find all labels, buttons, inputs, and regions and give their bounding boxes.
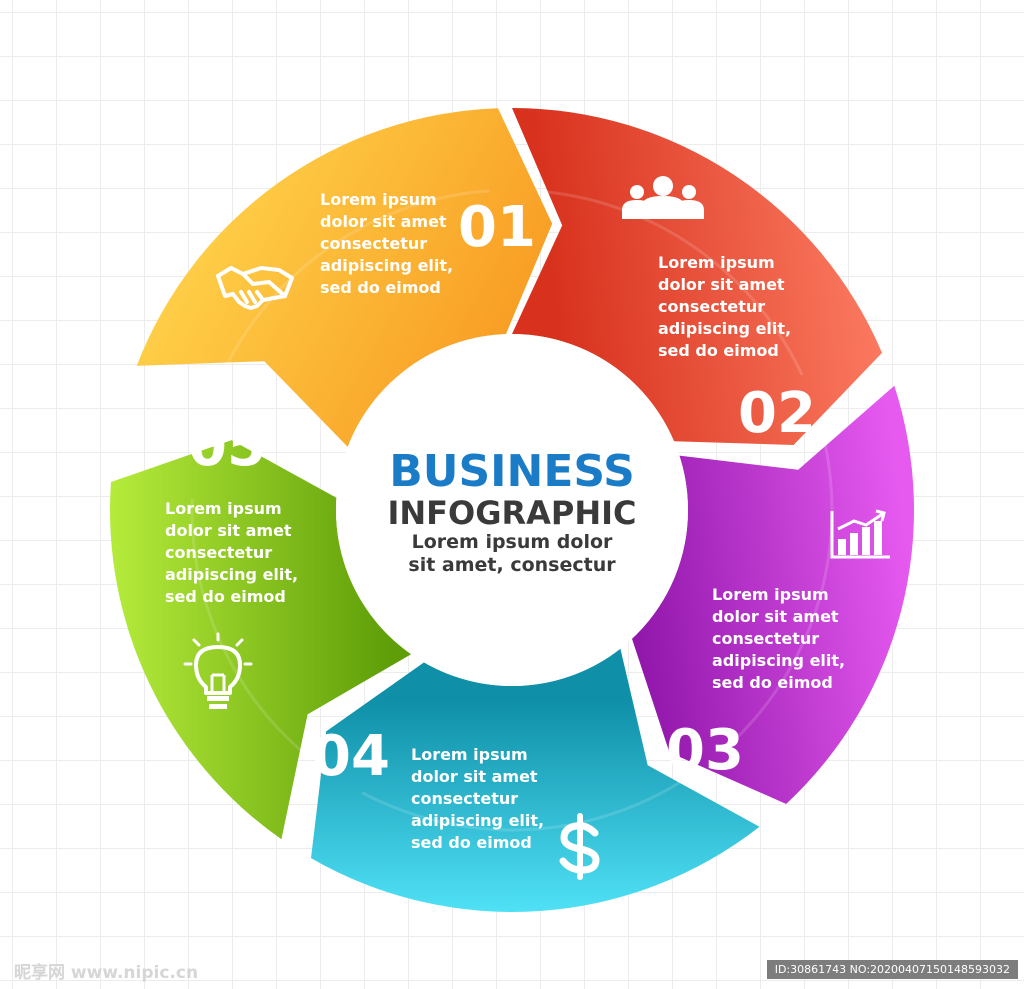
segment-04	[311, 648, 760, 912]
center-text-line: sit amet, consectur	[408, 554, 616, 576]
svg-text:adipiscing elit,: adipiscing elit,	[165, 565, 298, 584]
svg-text:consectetur: consectetur	[411, 789, 518, 808]
segment-03-text: Lorem ipsum dolor sit amet consectetur a…	[712, 585, 845, 692]
segment-04-highlight	[361, 780, 683, 832]
segment-04-text: Lorem ipsum dolor sit amet consectetur a…	[411, 745, 544, 852]
bar-chart-icon	[830, 509, 890, 559]
segment-05	[110, 440, 412, 840]
svg-text:adipiscing elit,: adipiscing elit,	[658, 319, 791, 338]
segment-03-highlight	[737, 443, 834, 738]
svg-text:sed do eimod: sed do eimod	[165, 587, 286, 606]
segment-03	[632, 385, 914, 804]
svg-text:dolor sit amet: dolor sit amet	[165, 521, 292, 540]
svg-text:consectetur: consectetur	[712, 629, 819, 648]
svg-text:Lorem ipsum: Lorem ipsum	[712, 585, 829, 604]
people-icon	[622, 176, 704, 219]
segment-01-highlight	[225, 189, 490, 366]
center-subtitle: INFOGRAPHIC	[387, 494, 636, 532]
svg-text:sed do eimod: sed do eimod	[320, 278, 441, 297]
handshake-icon	[216, 266, 294, 310]
svg-text:dolor sit amet: dolor sit amet	[658, 275, 785, 294]
svg-text:Lorem ipsum: Lorem ipsum	[320, 190, 437, 209]
lightbulb-icon	[183, 632, 253, 709]
segment-02	[512, 108, 882, 445]
center-text-line: Lorem ipsum dolor	[412, 531, 613, 553]
svg-text:consectetur: consectetur	[658, 297, 765, 316]
segment-03-number: 03	[666, 718, 744, 783]
svg-text:adipiscing elit,: adipiscing elit,	[320, 256, 453, 275]
segment-01	[136, 108, 553, 447]
center-title: BUSINESS	[389, 446, 635, 497]
segment-01-number: 01	[458, 195, 536, 260]
segment-02-highlight	[545, 190, 804, 376]
dollar-icon	[559, 813, 600, 880]
segment-01-text: Lorem ipsum dolor sit amet consectetur a…	[320, 190, 453, 297]
svg-text:sed do eimod: sed do eimod	[411, 833, 532, 852]
segment-04-number: 04	[312, 724, 390, 789]
svg-text:adipiscing elit,: adipiscing elit,	[411, 811, 544, 830]
segment-02-number: 02	[738, 381, 816, 446]
svg-text:consectetur: consectetur	[320, 234, 427, 253]
svg-text:dolor sit amet: dolor sit amet	[320, 212, 447, 231]
svg-text:sed do eimod: sed do eimod	[712, 673, 833, 692]
svg-text:Lorem ipsum: Lorem ipsum	[411, 745, 528, 764]
svg-text:consectetur: consectetur	[165, 543, 272, 562]
segment-02-text: Lorem ipsum dolor sit amet consectetur a…	[658, 253, 791, 360]
segment-05-number: 05	[188, 414, 266, 479]
svg-text:dolor sit amet: dolor sit amet	[712, 607, 839, 626]
svg-text:Lorem ipsum: Lorem ipsum	[165, 499, 282, 518]
segment-05-text: Lorem ipsum dolor sit amet consectetur a…	[165, 499, 298, 606]
svg-text:Lorem ipsum: Lorem ipsum	[658, 253, 775, 272]
watermark-right: ID:30861743 NO:20200407150148593032	[766, 960, 1018, 979]
center-circle	[336, 334, 688, 686]
watermark-left: 昵享网 www.nipic.cn	[14, 963, 199, 983]
svg-text:adipiscing elit,: adipiscing elit,	[712, 651, 845, 670]
svg-text:sed do eimod: sed do eimod	[658, 341, 779, 360]
svg-text:dolor sit amet: dolor sit amet	[411, 767, 538, 786]
